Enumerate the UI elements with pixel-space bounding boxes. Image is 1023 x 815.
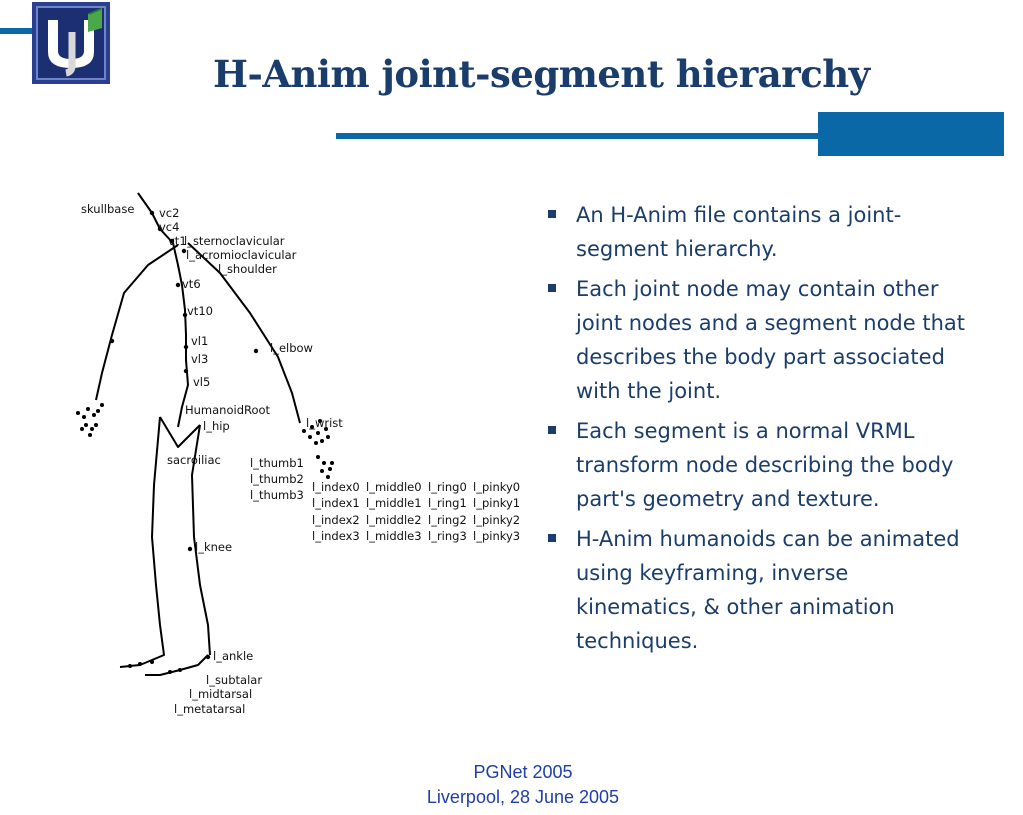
joint-label: vl1 xyxy=(191,334,209,348)
joint-label: l_middle2 xyxy=(366,513,422,527)
square-bullet-icon xyxy=(548,426,556,434)
skeleton-figure xyxy=(76,192,334,676)
bullet-item: An H-Anim file contains a joint-segment … xyxy=(548,198,968,266)
joint-label: l_acromioclavicular xyxy=(186,248,297,262)
joint-label: HumanoidRoot xyxy=(185,403,271,417)
joint-label: l_index0 xyxy=(312,480,360,494)
joint-label: l_thumb1 xyxy=(250,456,304,470)
joint-label: l_pinky2 xyxy=(473,513,521,527)
joint-label: l_pinky0 xyxy=(473,480,521,494)
joint-label: vt6 xyxy=(182,277,201,291)
joint-label: l_middle3 xyxy=(366,529,422,543)
joint-label: l_middle1 xyxy=(366,496,422,510)
joint-label: vt10 xyxy=(187,304,213,318)
joint-label: l_ring1 xyxy=(428,496,467,510)
bullet-text: Each segment is a normal VRML transform … xyxy=(576,419,954,511)
joint-label: l_knee xyxy=(195,540,233,554)
joint-label: l_elbow xyxy=(270,341,313,355)
joint-label: l_hip xyxy=(203,419,230,433)
university-shield-logo xyxy=(32,2,110,84)
footer-event: PGNet 2005 xyxy=(473,762,573,782)
joint-label: l_thumb2 xyxy=(250,472,304,486)
joint-label: l_midtarsal xyxy=(189,687,253,701)
joint-label: l_shoulder xyxy=(218,262,277,276)
joint-label: l_ankle xyxy=(213,649,254,663)
joint-label: l_ring3 xyxy=(428,529,467,543)
bullet-list: An H-Anim file contains a joint-segment … xyxy=(548,198,968,664)
joint-label: sacroiliac xyxy=(167,453,221,467)
bullet-item: Each segment is a normal VRML transform … xyxy=(548,414,968,516)
joint-label: l_index2 xyxy=(312,513,360,527)
square-bullet-icon xyxy=(548,210,556,218)
joint-label: l_wrist xyxy=(306,416,343,430)
joint-label: l_pinky1 xyxy=(473,496,521,510)
bullet-item: H-Anim humanoids can be animated using k… xyxy=(548,522,968,658)
title-rule-thin xyxy=(336,133,820,139)
bullet-text: An H-Anim file contains a joint-segment … xyxy=(576,203,902,261)
square-bullet-icon xyxy=(548,284,556,292)
joint-label: l_index1 xyxy=(312,496,360,510)
bullet-text: H-Anim humanoids can be animated using k… xyxy=(576,527,960,653)
footer-location-date: Liverpool, 28 June 2005 xyxy=(426,787,620,807)
joint-label: l_index3 xyxy=(312,529,360,543)
joint-label: l_ring2 xyxy=(428,513,467,527)
footer: PGNet 2005 Liverpool, 28 June 2005 xyxy=(0,760,1023,810)
joint-label: skullbase xyxy=(81,202,135,216)
joint-label: l_middle0 xyxy=(366,480,422,494)
joint-label: l_ring0 xyxy=(428,480,467,494)
slide-title: H-Anim joint-segment hierarchy xyxy=(213,52,870,96)
joint-label: vt1 xyxy=(168,234,187,248)
joint-label: vc4 xyxy=(159,220,180,234)
joint-label: vc2 xyxy=(159,206,180,220)
joint-label: vl3 xyxy=(191,352,209,366)
joint-label: l_subtalar xyxy=(206,673,263,687)
edge-accent-bar xyxy=(0,28,35,34)
square-bullet-icon xyxy=(548,534,556,542)
title-rule-block xyxy=(818,112,1004,156)
bullet-text: Each joint node may contain other joint … xyxy=(576,277,966,403)
joint-label: l_sternoclavicular xyxy=(184,234,285,248)
joint-label: l_thumb3 xyxy=(250,488,304,502)
joint-label: l_metatarsal xyxy=(174,702,246,716)
joint-label: vl5 xyxy=(193,375,211,389)
hanim-skeleton-diagram: skullbase vc2 vc4 vt1 l_sternoclavicular… xyxy=(60,185,540,725)
bullet-item: Each joint node may contain other joint … xyxy=(548,272,968,408)
joint-label: l_pinky3 xyxy=(473,529,521,543)
